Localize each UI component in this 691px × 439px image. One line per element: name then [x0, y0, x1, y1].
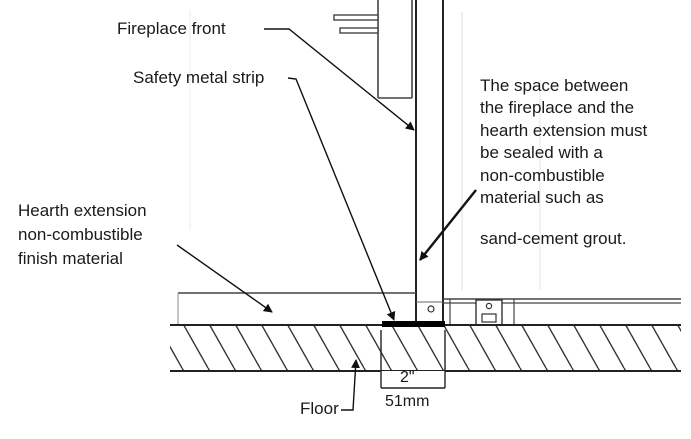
- sealing-note-leader: [419, 189, 477, 261]
- leader-lines: [176, 28, 477, 411]
- sealing-note: The space between the fireplace and the …: [480, 76, 652, 248]
- sealing-note-line-6: material such as: [480, 188, 604, 207]
- screw-hole: [427, 305, 435, 313]
- sealing-note-line-5: non-combustible: [480, 166, 605, 185]
- hearth-extension-leader: [176, 244, 273, 313]
- sealing-note-line-1: The space between: [480, 76, 628, 95]
- floor-leader: [341, 359, 361, 411]
- fireplace-front-label: Fireplace front: [117, 19, 226, 38]
- floor-label: Floor: [300, 399, 339, 418]
- sealing-note-line-7: sand-cement grout.: [480, 229, 626, 248]
- dimension-bracket: [380, 330, 446, 403]
- floor-section: [170, 324, 681, 372]
- sealing-note-line-3: hearth extension must: [480, 121, 648, 140]
- dimension-metric: 51mm: [385, 393, 429, 410]
- hearth-extension-line-3: finish material: [18, 249, 123, 268]
- sealing-note-line-4: be sealed with a: [480, 143, 603, 162]
- safety-metal-strip-leader: [287, 77, 396, 321]
- fireplace-base: [443, 298, 681, 326]
- fireplace-structure: [189, 0, 541, 325]
- dimension-imperial: 2": [400, 369, 415, 386]
- safety-metal-strip-label: Safety metal strip: [133, 68, 264, 87]
- hearth-extension-line-1: Hearth extension: [18, 201, 147, 220]
- fireplace-front-leader: [264, 28, 415, 131]
- safety-metal-strip: [382, 321, 445, 327]
- sealing-note-line-2: the fireplace and the: [480, 98, 634, 117]
- hearth-extension-label: Hearth extension non-combustible finish …: [18, 201, 151, 268]
- hearth-extension-slab: [177, 292, 416, 325]
- hearth-extension-line-2: non-combustible: [18, 225, 143, 244]
